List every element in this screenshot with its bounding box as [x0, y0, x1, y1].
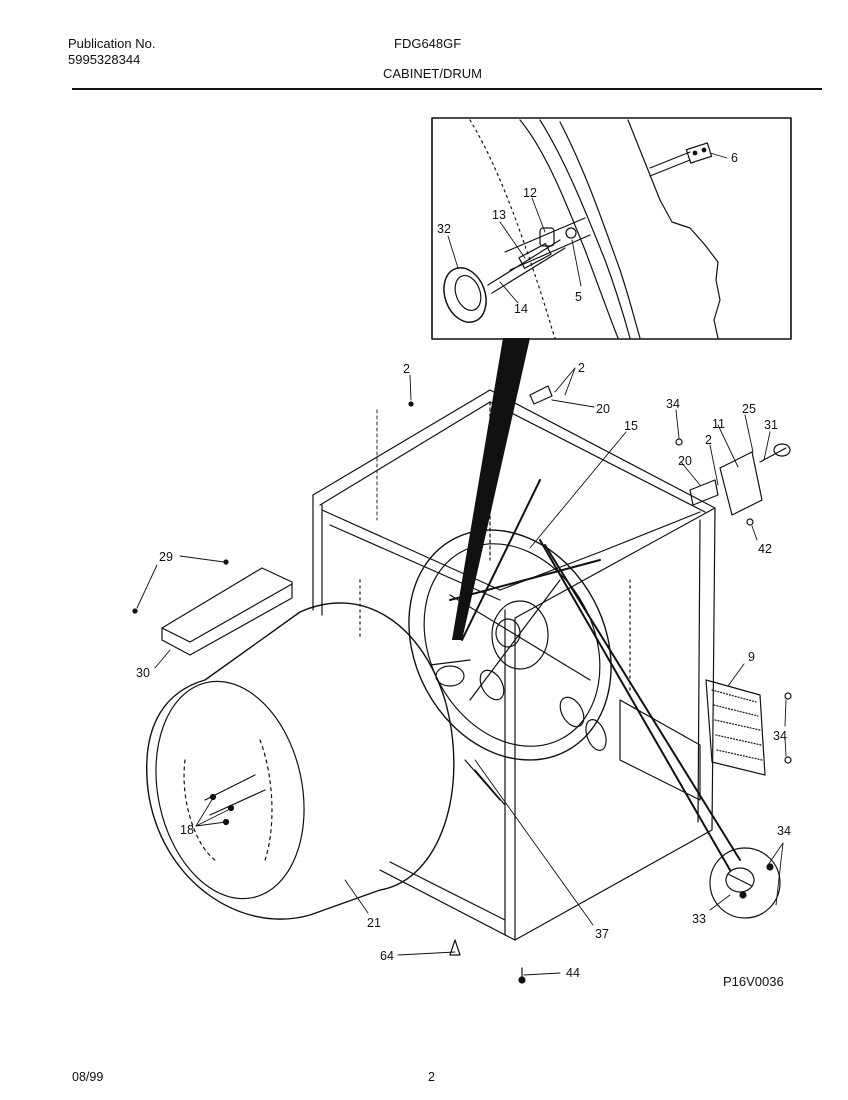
vent-grille — [705, 679, 766, 776]
callout-33: 33 — [692, 912, 706, 926]
callout-31: 31 — [764, 418, 778, 432]
leader-lines — [136, 152, 787, 976]
callout-5: 5 — [575, 290, 582, 304]
callout-32: 32 — [437, 222, 451, 236]
callout-44: 44 — [566, 966, 580, 980]
section-title: CABINET/DRUM — [383, 66, 482, 81]
callout-20-top: 20 — [596, 402, 610, 416]
callout-64: 64 — [380, 949, 394, 963]
callout-34-motor: 34 — [777, 824, 791, 838]
callout-12: 12 — [523, 186, 537, 200]
cabinet — [312, 389, 716, 941]
callout-34-right: 34 — [773, 729, 787, 743]
callout-13: 13 — [492, 208, 506, 222]
footer-date: 08/99 — [72, 1070, 104, 1084]
callout-11: 11 — [712, 417, 725, 431]
diagram-code: P16V0036 — [723, 974, 784, 989]
callout-20-right: 20 — [678, 454, 692, 468]
callout-2-right: 2 — [705, 433, 712, 447]
callout-34-top: 34 — [666, 397, 680, 411]
callout-29: 29 — [159, 550, 173, 564]
callout-18: 18 — [180, 823, 194, 837]
header-rule — [72, 88, 822, 90]
belt-lines — [449, 479, 741, 871]
callout-21: 21 — [367, 916, 381, 930]
drive-belt-band — [452, 338, 530, 640]
inset-detail — [431, 117, 792, 340]
callout-labels: 6 12 13 32 5 14 2 2 20 34 25 11 31 15 2 … — [136, 151, 791, 980]
callout-14: 14 — [514, 302, 528, 316]
callout-15: 15 — [624, 419, 638, 433]
callout-37: 37 — [595, 927, 609, 941]
callout-30: 30 — [136, 666, 150, 680]
motor-part — [709, 847, 781, 919]
callout-42: 42 — [758, 542, 772, 556]
callout-25: 25 — [742, 402, 756, 416]
publication-label: Publication No. — [68, 36, 156, 51]
drum — [146, 602, 455, 920]
top-panel-part — [161, 567, 293, 656]
model-number: FDG648GF — [394, 36, 462, 51]
callout-9: 9 — [748, 650, 755, 664]
callout-2-top: 2 — [578, 361, 585, 375]
right-bracket-part — [689, 443, 791, 516]
publication-number: 5995328344 — [68, 52, 141, 67]
callout-6: 6 — [731, 151, 738, 165]
page-number: 2 — [428, 1070, 435, 1084]
drum-bulkhead — [408, 529, 612, 806]
callout-2-left: 2 — [403, 362, 410, 376]
